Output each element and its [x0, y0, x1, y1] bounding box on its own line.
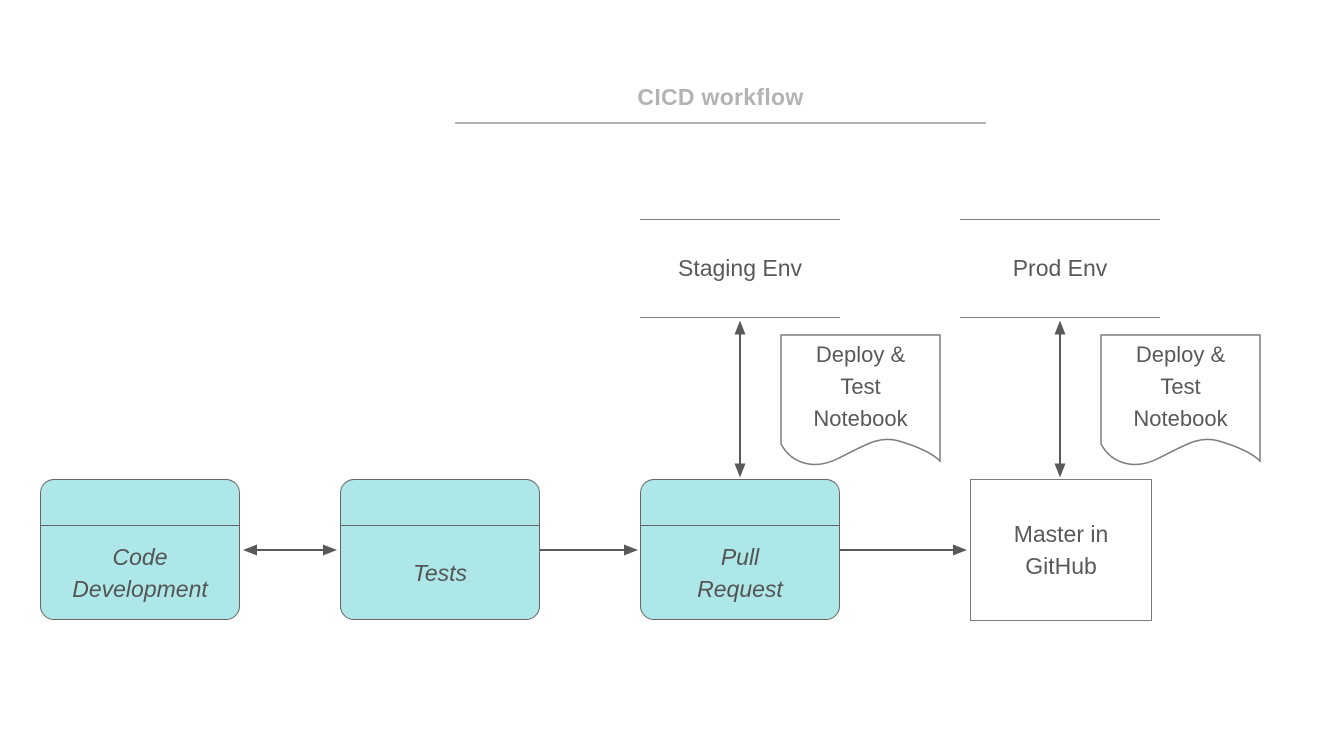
notebook-label: Deploy & Test Notebook: [813, 342, 908, 431]
staging-env-bracket: Staging Env: [640, 219, 840, 318]
node-label: Tests: [412, 559, 468, 586]
diagram-title: CICD workflow: [637, 84, 804, 110]
deploy-test-notebook-prod: Deploy & Test Notebook: [1100, 334, 1261, 472]
document-wave-shape-icon: [780, 334, 941, 466]
node-header-band: [41, 480, 239, 526]
node-label: Code Development: [72, 543, 208, 602]
node-master-in-github: Master in GitHub: [970, 479, 1152, 621]
arrow-tests-pull-request: [540, 544, 638, 556]
node-code-development: Code Development: [40, 479, 240, 620]
notebook-label: Deploy & Test Notebook: [1133, 342, 1228, 431]
node-header-band: [341, 480, 539, 526]
prod-env-label: Prod Env: [1012, 255, 1108, 281]
arrow-code-dev-tests: [243, 544, 337, 556]
node-pull-request: Pull Request: [640, 479, 840, 620]
arrow-pull-request-staging-env: [734, 320, 746, 478]
diagram-title-block: CICD workflow: [455, 84, 986, 124]
prod-env-bracket: Prod Env: [960, 219, 1160, 318]
staging-env-label: Staging Env: [677, 255, 803, 281]
node-tests: Tests: [340, 479, 540, 620]
arrow-master-prod-env: [1054, 320, 1066, 478]
document-wave-shape-icon: [1100, 334, 1261, 466]
node-label: Pull Request: [697, 543, 783, 602]
deploy-test-notebook-staging: Deploy & Test Notebook: [780, 334, 941, 472]
node-header-band: [641, 480, 839, 526]
arrow-pull-request-master: [840, 544, 967, 556]
